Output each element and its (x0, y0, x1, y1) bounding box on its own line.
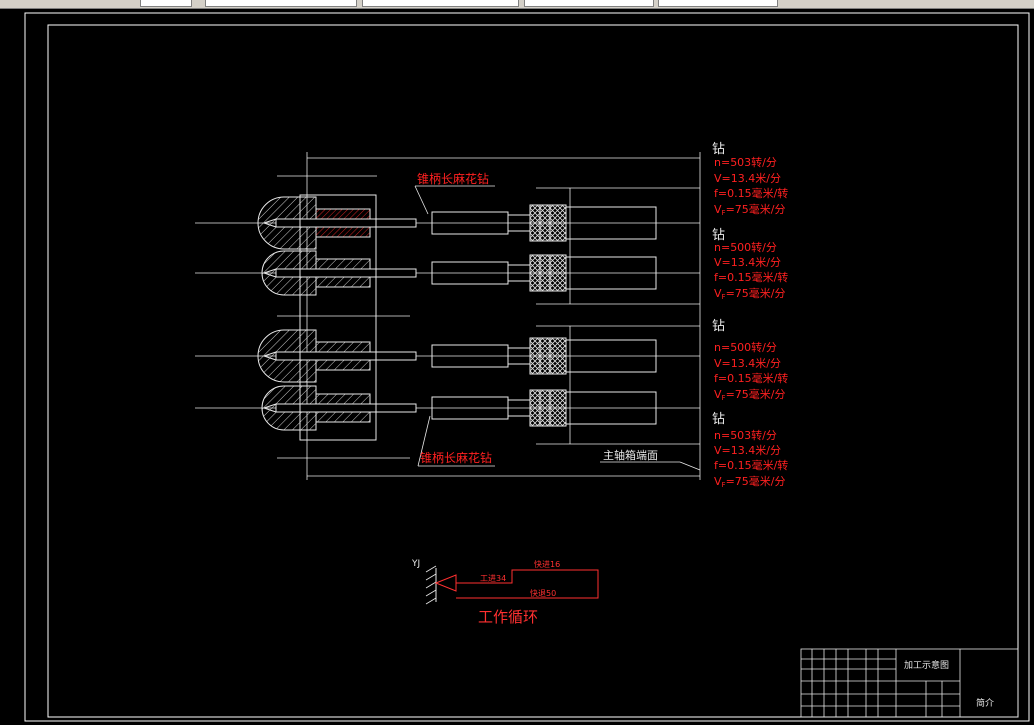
operation-feed: f=0.15毫米/转 (714, 458, 788, 472)
operation-velocity: V=13.4米/分 (714, 256, 781, 269)
operation-feed-rate-sub: F (722, 481, 726, 489)
svg-text:VF=75毫米/分: VF=75毫米/分 (714, 474, 785, 489)
operation-feed-rate-sub: F (722, 209, 726, 217)
operation-feed-rate-value: =75毫米/分 (726, 387, 786, 401)
operation-feed-rate-value: =75毫米/分 (726, 202, 786, 216)
station-1 (195, 196, 700, 250)
station-2 (195, 250, 700, 296)
operation-velocity: V=13.4米/分 (714, 444, 781, 457)
toolbar-combo[interactable] (658, 0, 778, 7)
svg-text:VF=75毫米/分: VF=75毫米/分 (714, 286, 785, 301)
operation-title: 钻 (712, 228, 725, 243)
operation-speed: n=503转/分 (714, 428, 777, 442)
operation-feed-rate: V (714, 388, 722, 401)
operation-title: 钻 (712, 142, 725, 157)
operation-3: 钻 n=500转/分 V=13.4米/分 f=0.15毫米/转 VF=75毫米/… (712, 319, 788, 402)
operation-feed-rate-value: =75毫米/分 (726, 286, 786, 300)
operation-feed: f=0.15毫米/转 (714, 371, 788, 385)
drill-label-top: 锥柄长麻花钻 (417, 171, 489, 186)
work-feed-label: 工进34 (480, 574, 506, 583)
operation-feed-rate-sub: F (722, 394, 726, 402)
operation-feed: f=0.15毫米/转 (714, 186, 788, 200)
operation-speed: n=500转/分 (714, 240, 777, 254)
inner-border (47, 24, 1019, 718)
fixture-body (299, 194, 377, 441)
cad-toolbar-strip (0, 0, 1034, 9)
rapid-advance-label: 快进16 (534, 559, 560, 569)
toolbar-combo[interactable] (362, 0, 519, 7)
title-block (800, 648, 1019, 718)
operation-4: 钻 n=503转/分 V=13.4米/分 f=0.15毫米/转 VF=75毫米/… (712, 412, 788, 489)
operation-feed-rate-value: =75毫米/分 (726, 474, 786, 488)
operation-title: 钻 (712, 412, 725, 427)
svg-text:VF=75毫米/分: VF=75毫米/分 (714, 387, 785, 402)
spindle-face-label: 主轴箱端面 (603, 448, 658, 462)
toolbar-combo[interactable] (205, 0, 357, 7)
drawing-name: 加工示意图 (904, 659, 949, 671)
operation-feed-rate-sub: F (722, 293, 726, 301)
title-block-remark: 简介 (976, 697, 994, 709)
yj-label: YJ (411, 559, 420, 569)
toolbar-combo[interactable] (524, 0, 654, 7)
operation-feed-rate: V (714, 287, 722, 300)
drill-label-bottom: 锥柄长麻花钻 (420, 450, 492, 465)
operation-1: 钻 n=503转/分 V=13.4米/分 f=0.15毫米/转 VF=75毫米/… (712, 142, 788, 217)
work-cycle-diagram: YJ 工进34 快进16 快退50 工作循环 (411, 559, 599, 626)
overall-dimensions (277, 152, 701, 480)
station-3 (195, 329, 700, 383)
operation-velocity: V=13.4米/分 (714, 357, 781, 370)
toolbar-combo[interactable] (140, 0, 192, 7)
operation-feed-rate: V (714, 203, 722, 216)
svg-text:VF=75毫米/分: VF=75毫米/分 (714, 202, 785, 217)
work-cycle-title: 工作循环 (478, 608, 538, 626)
operation-feed: f=0.15毫米/转 (714, 270, 788, 284)
leader-lines (414, 185, 701, 471)
station-4 (195, 385, 700, 431)
operation-speed: n=503转/分 (714, 155, 777, 169)
operation-2: 钻 n=500转/分 V=13.4米/分 f=0.15毫米/转 VF=75毫米/… (712, 228, 788, 301)
rapid-return-label: 快退50 (530, 588, 556, 598)
operation-title: 钻 (712, 319, 725, 334)
operation-velocity: V=13.4米/分 (714, 172, 781, 185)
operation-feed-rate: V (714, 475, 722, 488)
outer-border (24, 12, 1030, 722)
operation-speed: n=500转/分 (714, 340, 777, 354)
